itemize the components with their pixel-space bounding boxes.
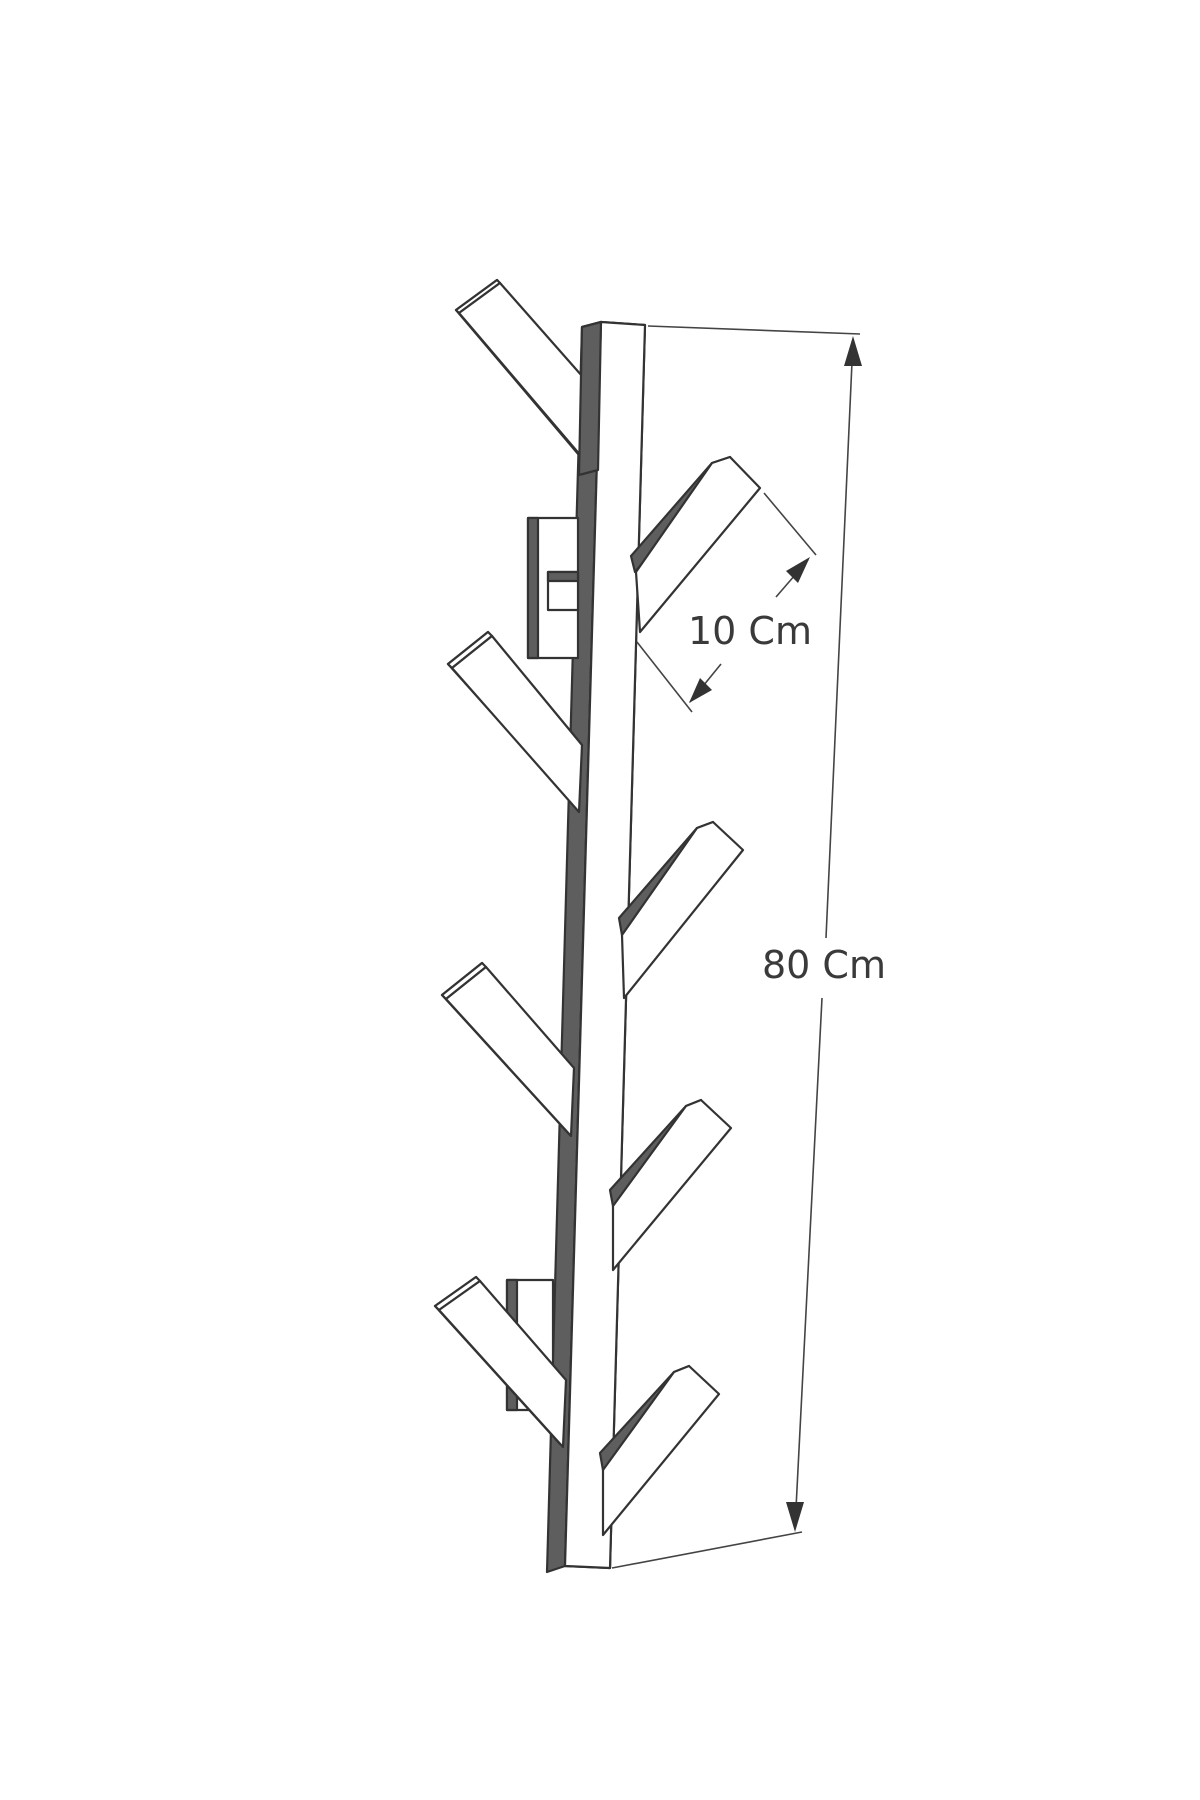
hook-left-3 <box>440 961 576 1138</box>
main-board-front <box>563 320 647 1570</box>
hook-left-2 <box>446 630 584 814</box>
hook-length-dimension: 10 Cm <box>636 492 817 713</box>
hook-length-label: 10 Cm <box>688 609 812 653</box>
hook-right-3 <box>608 1098 733 1272</box>
height-label: 80 Cm <box>762 943 886 987</box>
hook-right-4 <box>598 1364 721 1537</box>
hook-left-4 <box>433 1275 568 1449</box>
hook-right-1 <box>629 455 762 634</box>
height-dimension: 80 Cm <box>611 325 886 1569</box>
hook-right-2 <box>617 820 745 1000</box>
wall-bracket-upper <box>526 516 580 660</box>
main-board-side <box>577 320 603 477</box>
hook-left-1 <box>454 278 599 472</box>
